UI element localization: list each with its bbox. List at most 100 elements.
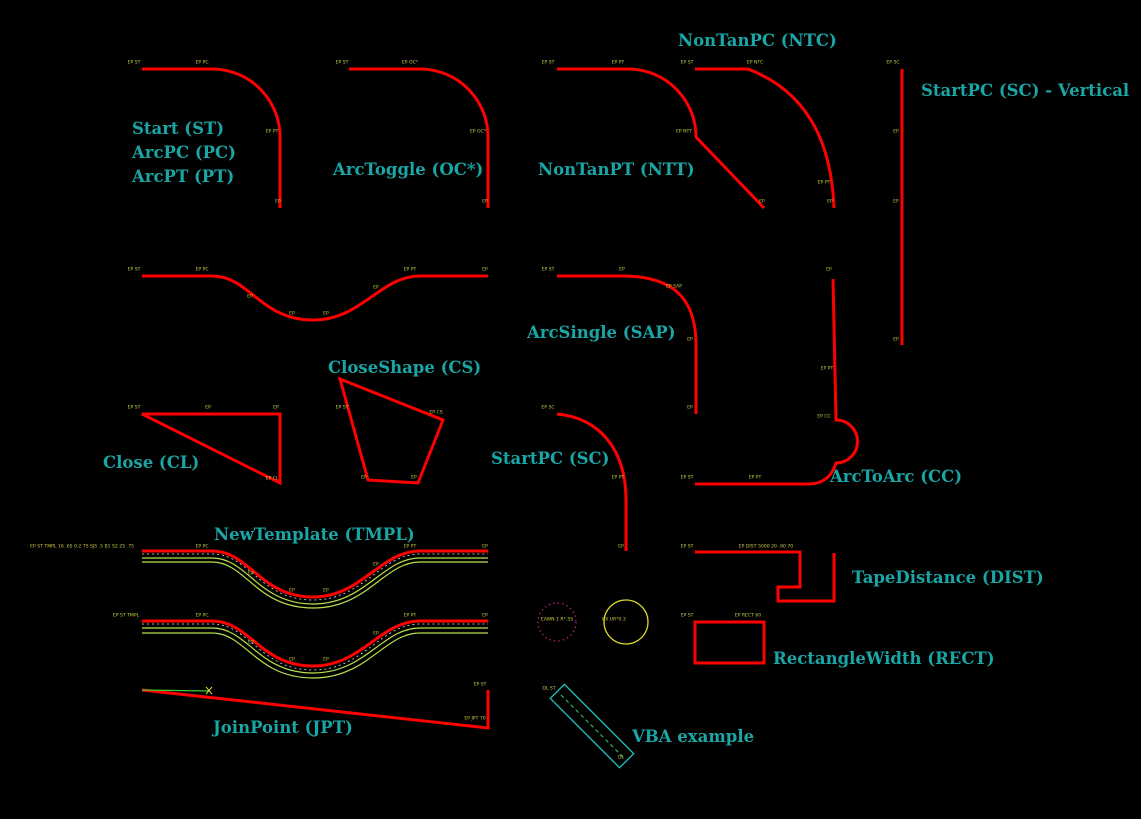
- point-tag: EP: [373, 285, 379, 291]
- point-tag: EP: [826, 267, 832, 273]
- newtemplate-label: NewTemplate (TMPL): [214, 525, 415, 544]
- point-tag: EP: [482, 199, 488, 205]
- point-tag: EAWN 1 R*.5S: [540, 617, 574, 623]
- point-tag: EX UR*0.3: [602, 617, 626, 623]
- arcsingle-label: ArcSingle (SAP): [527, 323, 676, 342]
- point-tag: EP CL: [265, 476, 279, 482]
- point-tag: EP: [323, 657, 329, 663]
- point-tag: EP: [827, 199, 833, 205]
- point-tag: EP: [373, 562, 379, 568]
- point-tag: EP: [323, 311, 329, 317]
- point-tag: EP: [687, 405, 693, 411]
- point-tag: EP: [289, 588, 295, 594]
- tmpl2-centerline: [142, 619, 488, 668]
- start-label-group: Start (ST) ArcPC (PC) ArcPT (PT): [132, 117, 236, 189]
- point-tag: EP OC*: [469, 129, 487, 135]
- point-tag: EP PT: [748, 475, 762, 481]
- arctoggle-polyline: [349, 67, 490, 208]
- vba-example-shape: [549, 683, 635, 769]
- point-tag: EP ST TMPL: [112, 613, 140, 619]
- point-tag: EP NTC: [746, 60, 764, 66]
- point-tag: EP ST: [680, 613, 694, 619]
- point-tag: EP DIST 5000 20 -90 70: [738, 544, 794, 550]
- point-tag: EP: [247, 294, 253, 300]
- startpc-label: StartPC (SC): [491, 449, 610, 468]
- point-tag: EP CS: [429, 410, 443, 416]
- point-tag: EP ST: [541, 267, 555, 273]
- joinpoint-line: [141, 688, 490, 730]
- point-tag: EP: [893, 129, 899, 135]
- arcsingle-polyline: [557, 274, 698, 414]
- tapedistance-label: TapeDistance (DIST): [852, 568, 1044, 587]
- close-triangle: [141, 412, 282, 486]
- startpc-vertical-label: StartPC (SC) - Vertical: [921, 81, 1130, 100]
- point-tag: EP JPT 70: [464, 716, 486, 722]
- startpc-arc-polyline: [556, 412, 628, 551]
- closeshape-polygon: [337, 376, 445, 485]
- yellow-circle: [603, 599, 649, 645]
- nontanpt-label: NonTanPT (NTT): [538, 160, 695, 179]
- point-tag: EP: [289, 657, 295, 663]
- tmpl-offset-lines: [142, 557, 488, 679]
- point-tag: EP: [323, 588, 329, 594]
- point-tag: EP: [687, 337, 693, 343]
- point-tag: EP CC: [817, 414, 831, 420]
- curve-row2-polyline: [142, 274, 488, 322]
- point-tag: EP: [289, 311, 295, 317]
- point-tag: EP PT: [403, 267, 417, 273]
- point-tag: EP: [619, 267, 625, 273]
- point-tag: EP ST: [473, 682, 487, 688]
- point-tag: EP PC: [195, 60, 209, 66]
- point-tag: EP ST: [680, 544, 694, 550]
- tmpl-dash-lines: [142, 553, 488, 671]
- point-tag: EP: [273, 405, 279, 411]
- point-tag: EP: [275, 199, 281, 205]
- point-tag: EP OC*: [401, 60, 419, 66]
- point-tag: EP PC: [195, 267, 209, 273]
- tmpl-centerline: [142, 549, 488, 599]
- point-tag: EP ST: [680, 475, 694, 481]
- point-tag: EP: [248, 640, 254, 646]
- point-tag: EP RECT 60: [734, 613, 762, 619]
- point-tag: DL: [617, 755, 625, 761]
- point-tag: EP NTT: [675, 129, 693, 135]
- point-tag: EP PT: [817, 180, 831, 186]
- vba-example-label: VBA example: [632, 727, 755, 746]
- point-tag: EP SC: [541, 405, 555, 411]
- point-tag: EP ST TMPL 16 .65 0.2 TS SJ5 .5 B1 S2 25…: [30, 544, 134, 550]
- point-tag: EP ST: [127, 60, 141, 66]
- point-tag: EP ST: [127, 405, 141, 411]
- point-tag: EP PT: [611, 475, 625, 481]
- point-tag: EP: [205, 405, 211, 411]
- point-tag: EP PT: [403, 544, 417, 550]
- point-tag: EP PT: [820, 366, 834, 372]
- point-tag: EP ST: [335, 405, 349, 411]
- start-label: Start (ST): [132, 119, 225, 138]
- point-tag: EP: [482, 267, 488, 273]
- arctoarc-polyline: [695, 278, 859, 486]
- join-marker-icon: [205, 686, 213, 695]
- point-tag: EP: [893, 337, 899, 343]
- nontanpc-polyline: [695, 67, 836, 209]
- point-tag: EP SAP: [665, 284, 683, 290]
- point-tag: EP: [373, 631, 379, 637]
- point-tag: EP: [618, 544, 624, 550]
- nontanpc-label: NonTanPC (NTC): [678, 31, 837, 50]
- point-tag: EP ST: [335, 60, 349, 66]
- joinpoint-label: JoinPoint (JPT): [213, 718, 353, 737]
- closeshape-label: CloseShape (CS): [328, 358, 482, 377]
- arcpt-label: ArcPT (PT): [132, 167, 235, 186]
- point-tag: DL ST: [542, 686, 556, 692]
- point-tag: EP: [482, 544, 488, 550]
- point-tag: EP: [411, 475, 417, 481]
- point-tag: EP: [759, 199, 765, 205]
- point-tag: EP PC: [195, 613, 209, 619]
- point-tag: EP PT: [403, 613, 417, 619]
- magenta-dotted-circle: [537, 602, 577, 642]
- rectangle-width-shape: [693, 620, 766, 665]
- point-tag: EP PT: [611, 60, 625, 66]
- start-arc-polyline: [142, 67, 282, 208]
- join-green-line: [141, 689, 211, 692]
